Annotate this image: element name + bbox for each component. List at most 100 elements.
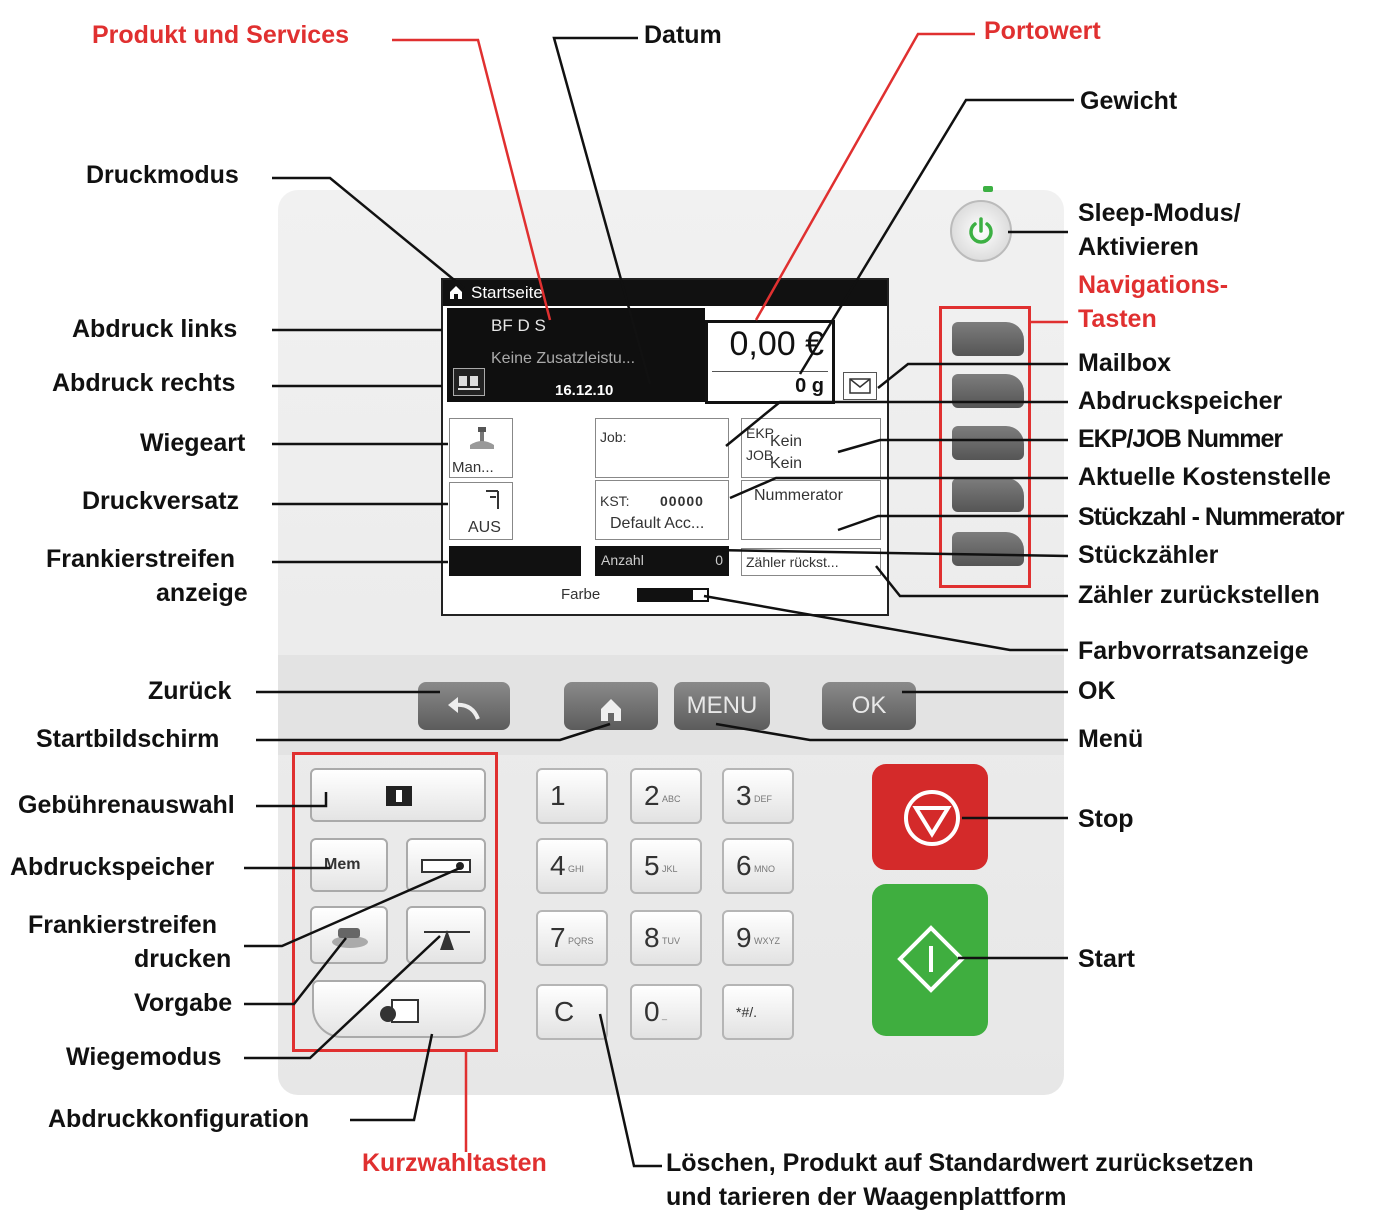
back-button[interactable] [418, 682, 510, 730]
reset-counter-button[interactable]: Zähler rückst... [741, 548, 881, 576]
weight-value: 0 g [795, 375, 824, 397]
start-button[interactable] [872, 884, 988, 1036]
product-text: BF D S [491, 316, 546, 335]
digit-key-label: *#/. [736, 1004, 758, 1020]
print-strip-key[interactable] [406, 838, 486, 892]
menu-button[interactable]: MENU [674, 682, 770, 730]
ekp-job-button[interactable]: EKP Kein JOB Kein [741, 418, 881, 478]
kst-value: 00000 [660, 493, 704, 509]
mem-key-label: Mem [324, 856, 361, 873]
weigh-mode-key[interactable] [406, 906, 486, 964]
clear-key[interactable]: C [536, 984, 608, 1040]
camera-icon [378, 996, 422, 1031]
label-menue: Menü [1078, 725, 1144, 753]
screen-title-bar: Startseite [443, 280, 887, 306]
label-loeschen-1: Löschen, Produkt auf Standardwert zurück… [666, 1149, 1254, 1177]
mailbox-icon[interactable] [843, 372, 877, 400]
cost-center-button[interactable]: KST: 00000 Default Acc... [595, 480, 729, 540]
print-offset-button[interactable]: AUS [449, 482, 513, 540]
label-vorgabe: Vorgabe [134, 989, 233, 1017]
label-nav-1: Navigations- [1078, 271, 1229, 299]
ok-button[interactable]: OK [822, 682, 916, 730]
label-aktuelle-kostenstelle: Aktuelle Kostenstelle [1078, 463, 1331, 491]
imprint-panel[interactable]: BF D S Keine Zusatzleistu... 16.12.10 [447, 308, 705, 402]
digit-key-letters: JKL [662, 864, 678, 874]
offset-label: AUS [468, 519, 501, 536]
postage-value: 0,00 € [729, 325, 824, 363]
home-button[interactable] [564, 682, 658, 730]
kst-account: Default Acc... [610, 515, 705, 532]
lcd-screen: Startseite BF D S Keine Zusatzleistu... … [441, 278, 889, 616]
digit-key-label: 3 [736, 780, 752, 811]
imprint-config-key[interactable] [312, 980, 486, 1038]
digit-key[interactable]: 1 [536, 768, 608, 824]
label-portowert: Portowert [984, 17, 1101, 45]
job-label: Job: [600, 429, 627, 445]
balance-icon [418, 922, 476, 957]
digit-key[interactable]: *#/. [722, 984, 794, 1040]
digit-key-label: 4 [550, 850, 566, 881]
label-stueckzaehler: Stückzähler [1078, 541, 1219, 569]
label-nav-2: Tasten [1078, 305, 1157, 333]
fee-selection-key[interactable] [310, 768, 486, 822]
label-farbvorrat: Farbvorratsanzeige [1078, 637, 1309, 665]
label-sleep-1: Sleep-Modus/ [1078, 199, 1241, 227]
digit-key[interactable]: 0_ [630, 984, 702, 1040]
mem-key[interactable]: Mem [310, 838, 388, 892]
weigh-mode-label: Man... [452, 459, 494, 476]
stop-button[interactable] [872, 764, 988, 870]
label-gewicht: Gewicht [1080, 87, 1178, 115]
label-ok: OK [1078, 677, 1116, 705]
home-icon [449, 284, 463, 300]
frankierstreifen-display[interactable] [449, 546, 581, 576]
digit-key-label: 8 [644, 922, 660, 953]
scale-icon [466, 423, 498, 458]
nav-key-1[interactable] [952, 322, 1024, 356]
nav-key-3[interactable] [952, 426, 1024, 460]
digit-key-label: 6 [736, 850, 752, 881]
label-kurzwahltasten: Kurzwahltasten [362, 1149, 547, 1177]
label-zaehler-zurueck: Zähler zurückstellen [1078, 581, 1320, 609]
digit-key-label: 0 [644, 996, 660, 1027]
weigh-mode-button[interactable]: Man... [449, 418, 513, 478]
power-button[interactable] [950, 200, 1012, 262]
nav-key-5[interactable] [952, 532, 1024, 566]
ink-label: Farbe [561, 586, 601, 603]
digit-key-letters: GHI [568, 864, 585, 874]
digit-key-label: 7 [550, 922, 566, 953]
label-abdruckkonfiguration: Abdruckkonfiguration [48, 1105, 310, 1133]
digit-key-label: 9 [736, 922, 752, 953]
nav-key-2[interactable] [952, 374, 1024, 408]
label-gebuehrenauswahl: Gebührenauswahl [18, 791, 235, 819]
label-frankier-anzeige-1: Frankierstreifen [46, 545, 235, 573]
preset-key[interactable] [310, 906, 388, 964]
reset-counter-label: Zähler rückst... [746, 554, 839, 570]
power-led [983, 186, 993, 192]
label-sleep-2: Aktivieren [1078, 233, 1199, 261]
label-ekp-job: EKP/JOB Nummer [1078, 425, 1283, 453]
label-datum: Datum [644, 21, 722, 49]
nav-key-4[interactable] [952, 478, 1024, 512]
label-druckversatz: Druckversatz [82, 487, 240, 515]
power-icon [965, 215, 997, 252]
job-button[interactable]: Job: [595, 418, 729, 478]
preset-icon [328, 922, 374, 957]
label-frankier-drucken-2: drucken [134, 945, 232, 973]
label-stop: Stop [1078, 805, 1134, 833]
label-start: Start [1078, 945, 1135, 973]
count-value: 0 [715, 552, 723, 568]
date-text: 16.12.10 [555, 382, 614, 399]
label-zurueck: Zurück [148, 677, 232, 705]
postage-box[interactable]: 0,00 € 0 g [705, 320, 835, 404]
label-druckmodus: Druckmodus [86, 161, 239, 189]
numerator-button[interactable]: Nummerator [741, 480, 881, 540]
ink-level-fill [639, 590, 694, 600]
